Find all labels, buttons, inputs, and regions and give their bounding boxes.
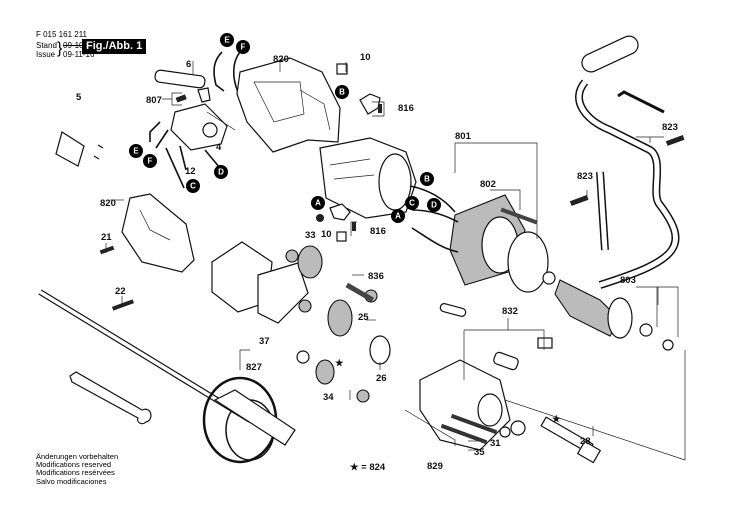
gears (285, 245, 391, 403)
modifications-notice: Änderungen vorbehalten Modifications res… (36, 452, 119, 486)
stand-value: 09-10-30 (63, 41, 96, 50)
motor-housing-rear (236, 57, 341, 153)
notice-line-en: Modifications reserved (36, 460, 112, 470)
part-label-35: 35 (474, 447, 485, 458)
part-label-820-top: 820 (273, 54, 289, 65)
issue-value: 09-11-16 (63, 50, 95, 59)
brace: } (57, 40, 63, 57)
part-label-823-mid: 823 (577, 171, 593, 182)
figure-label: Fig./Abb. 1 (82, 39, 147, 54)
callout-c-right: C (405, 196, 419, 210)
part-label-801: 801 (455, 131, 472, 142)
part-label-10-top: 10 (360, 52, 371, 63)
issue-label: Issue (36, 50, 56, 59)
part-label-827: 827 (246, 362, 262, 373)
fan-baffle (507, 231, 549, 293)
gear-housing-plate (211, 241, 309, 324)
svg-text:B: B (424, 175, 430, 184)
callout-a-mid: A (311, 196, 325, 210)
part-label-28: 28 (580, 436, 591, 447)
power-cord (37, 62, 191, 167)
cable-sleeve (154, 69, 206, 89)
wire-e (213, 51, 225, 92)
part-label-807: 807 (146, 95, 162, 106)
handle-housing (99, 193, 195, 311)
callout-b-top: B (335, 85, 349, 99)
part-label-829: 829 (427, 461, 443, 472)
gear-housing-front (419, 359, 526, 451)
svg-text:C: C (190, 182, 196, 191)
svg-text:D: D (218, 168, 224, 177)
part-label-25: 25 (358, 312, 369, 323)
part-label-4: 4 (216, 142, 222, 153)
notice-line-es: Salvo modificaciones (36, 476, 107, 486)
callout-c-left: C (186, 179, 200, 193)
notice-line-fr: Modifications resérvées (36, 468, 115, 478)
part-label-star-gear: ★ (335, 358, 344, 369)
svg-text:D: D (431, 201, 437, 210)
notice-line-de: Änderungen vorbehalten (36, 452, 119, 461)
svg-text:B: B (339, 88, 345, 97)
part-label-836: 836 (368, 271, 384, 282)
part-label-832: 832 (502, 306, 518, 317)
part-label-star-spindle: ★ (552, 414, 561, 425)
part-label-21: 21 (101, 232, 112, 243)
svg-text:E: E (133, 147, 139, 156)
svg-text:E: E (224, 36, 230, 45)
part-label-33: 33 (305, 230, 316, 241)
callout-d-left: D (214, 165, 228, 179)
part-label-31: 31 (490, 438, 501, 449)
part-label-34: 34 (323, 392, 334, 403)
brush-holder (316, 63, 382, 242)
part-label-5: 5 (76, 92, 82, 103)
svg-text:F: F (148, 157, 153, 166)
part-label-820-left: 820 (100, 198, 116, 209)
star-legend: ★ = 824 (350, 462, 386, 473)
part-label-12: 12 (185, 166, 196, 177)
svg-text:C: C (409, 199, 415, 208)
mixing-paddle (38, 289, 296, 464)
part-label-803: 803 (620, 275, 636, 286)
part-label-6: 6 (186, 59, 191, 70)
callout-b-right: B (420, 172, 434, 186)
callout-a-right: A (391, 209, 405, 223)
leader-lines (105, 61, 686, 461)
svg-text:A: A (395, 212, 401, 221)
handle-bar (569, 35, 685, 289)
motor-housing (319, 137, 417, 219)
part-label-10-mid: 10 (321, 229, 332, 240)
svg-text:A: A (315, 199, 321, 208)
callout-f-top: F (236, 40, 250, 54)
part-number: F 015 161 211 (36, 30, 88, 39)
wrench (69, 371, 152, 425)
part-label-22: 22 (115, 286, 126, 297)
armature (542, 271, 674, 351)
callout-d-right: D (427, 198, 441, 212)
svg-text:F: F (241, 43, 246, 52)
part-label-823-top: 823 (662, 122, 678, 133)
part-label-816-top: 816 (398, 103, 414, 114)
screw-807 (175, 87, 211, 103)
part-label-37: 37 (259, 336, 270, 347)
callout-f-left: F (143, 154, 157, 168)
lock-button (439, 303, 553, 371)
callout-e-top: E (220, 33, 234, 47)
stand-label: Stand (36, 41, 57, 50)
part-label-26: 26 (376, 373, 387, 384)
part-label-816-mid: 816 (370, 226, 386, 237)
wire-f (232, 51, 241, 93)
spindle (540, 416, 602, 464)
part-label-802: 802 (480, 179, 496, 190)
callout-e-left: E (129, 144, 143, 158)
